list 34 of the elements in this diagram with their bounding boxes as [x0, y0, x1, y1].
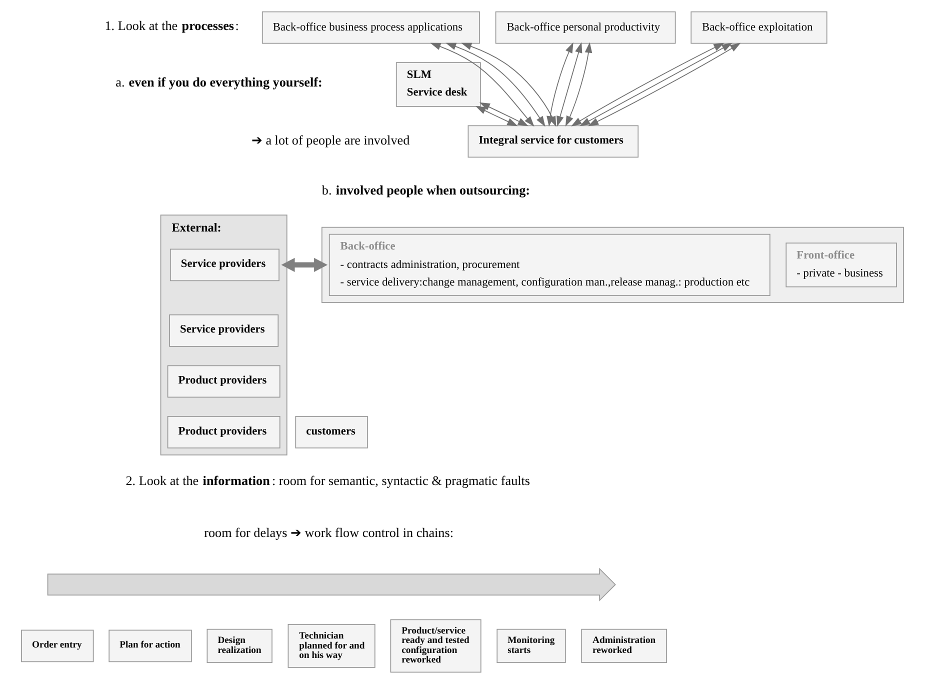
- arrow: [564, 42, 592, 127]
- node-box: Technician planned for and on his way: [287, 624, 375, 668]
- arrow: [430, 42, 534, 127]
- arrow: [556, 42, 582, 127]
- node-box: Service providers: [169, 248, 279, 282]
- node-box: Back-office business process applications: [261, 11, 480, 44]
- node-box: Back-office exploitation: [690, 11, 827, 44]
- cluster: [320, 226, 904, 304]
- node-box: Integral service for customers: [467, 125, 638, 158]
- node-box: Administration reworked: [580, 628, 666, 663]
- node-box: Back-office - contracts administration, procurement - service delivery:change management, configuration man.,release manag.: production etc: [328, 234, 770, 296]
- label: a. even if you do everything yourself:: [115, 74, 322, 90]
- node-arrow: [46, 568, 616, 602]
- node-box: Monitoring starts: [496, 628, 566, 663]
- arrow: [280, 258, 328, 272]
- label: 1. Look at the processes:: [104, 18, 238, 33]
- arrow: [478, 102, 528, 126]
- node-box: customers: [294, 416, 368, 448]
- node-box: Service providers: [168, 314, 278, 347]
- node-box: Product providers: [166, 365, 280, 398]
- node-box: Product/service ready and tested configuration reworked: [390, 619, 481, 673]
- node-box: Product providers: [166, 416, 280, 448]
- label: ➔ a lot of people are involved: [250, 132, 410, 148]
- label: 2. Look at the information: room for semantic, syntactic & pragmatic faults: [125, 473, 530, 488]
- node-box: Order entry: [20, 630, 94, 662]
- node-box: Front-office - private - business: [785, 242, 896, 288]
- arrow: [445, 42, 545, 127]
- node-box: Back-office personal productivity: [494, 11, 676, 44]
- node-box: Design realization: [206, 628, 272, 663]
- node-box: SLM Service desk: [395, 62, 480, 107]
- node-box: Plan for action: [108, 630, 192, 662]
- label: b. involved people when outsourcing:: [321, 182, 530, 198]
- arrow: [474, 106, 518, 126]
- label: room for delays ➔ work flow control in chains:: [204, 524, 454, 540]
